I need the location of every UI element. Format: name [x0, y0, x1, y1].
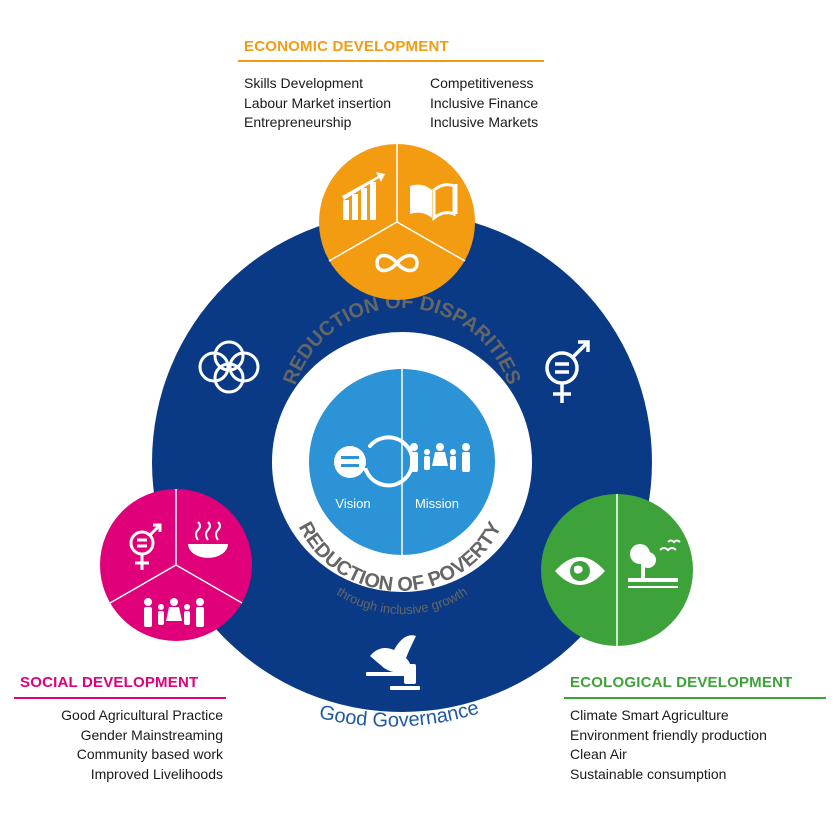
social-list: Good Agricultural Practice Gender Mainst…	[61, 706, 223, 784]
vision-label: Vision	[335, 496, 370, 511]
growth-chart-icon	[342, 172, 385, 220]
list-item: Labour Market insertion	[244, 94, 392, 111]
gender-equality-ring-icon	[545, 340, 590, 403]
mission-family-icon	[410, 443, 470, 472]
social-circle	[100, 489, 252, 641]
family-icon	[144, 598, 204, 627]
economic-underline	[238, 60, 544, 62]
eye-earth-icon	[555, 557, 605, 585]
economic-circle	[319, 144, 475, 300]
list-item: Entrepreneurship	[244, 114, 352, 130]
gender-equality-icon	[129, 523, 162, 570]
list-item: Good Agricultural Practice	[61, 707, 223, 723]
list-item: Competitiveness	[430, 75, 534, 91]
list-item: Improved Livelihoods	[90, 765, 223, 782]
list-item: Sustainable consumption	[570, 765, 727, 782]
economic-heading: ECONOMIC DEVELOPMENT	[244, 38, 449, 55]
list-item: Gender Mainstreaming	[80, 726, 223, 743]
list-item: Inclusive Markets	[430, 114, 539, 130]
list-item: Skills Development	[244, 75, 364, 91]
ecological-circle	[541, 494, 693, 646]
ecological-list: Climate Smart Agriculture Environment fr…	[570, 706, 767, 784]
list-item: Clean Air	[570, 746, 627, 762]
social-underline	[14, 697, 226, 699]
economic-list-left: Skills Development Labour Market inserti…	[244, 74, 391, 133]
mission-label: Mission	[415, 496, 459, 511]
list-item: Community based work	[76, 746, 223, 762]
social-heading: SOCIAL DEVELOPMENT	[20, 674, 199, 691]
economic-list-right: Competitiveness Inclusive Finance Inclus…	[430, 74, 538, 133]
dove-gavel-icon	[366, 635, 420, 690]
tree-landscape-icon	[628, 539, 681, 588]
list-item: Environment friendly production	[570, 726, 767, 743]
book-icon	[410, 183, 458, 222]
ecological-underline	[564, 697, 826, 699]
food-bowl-icon	[188, 521, 228, 558]
infinity-icon	[375, 253, 419, 273]
list-item: Inclusive Finance	[430, 94, 539, 111]
ecological-heading: ECOLOGICAL DEVELOPMENT	[570, 674, 793, 691]
list-item: Climate Smart Agriculture	[570, 707, 729, 723]
partnership-flower-icon	[198, 340, 260, 394]
